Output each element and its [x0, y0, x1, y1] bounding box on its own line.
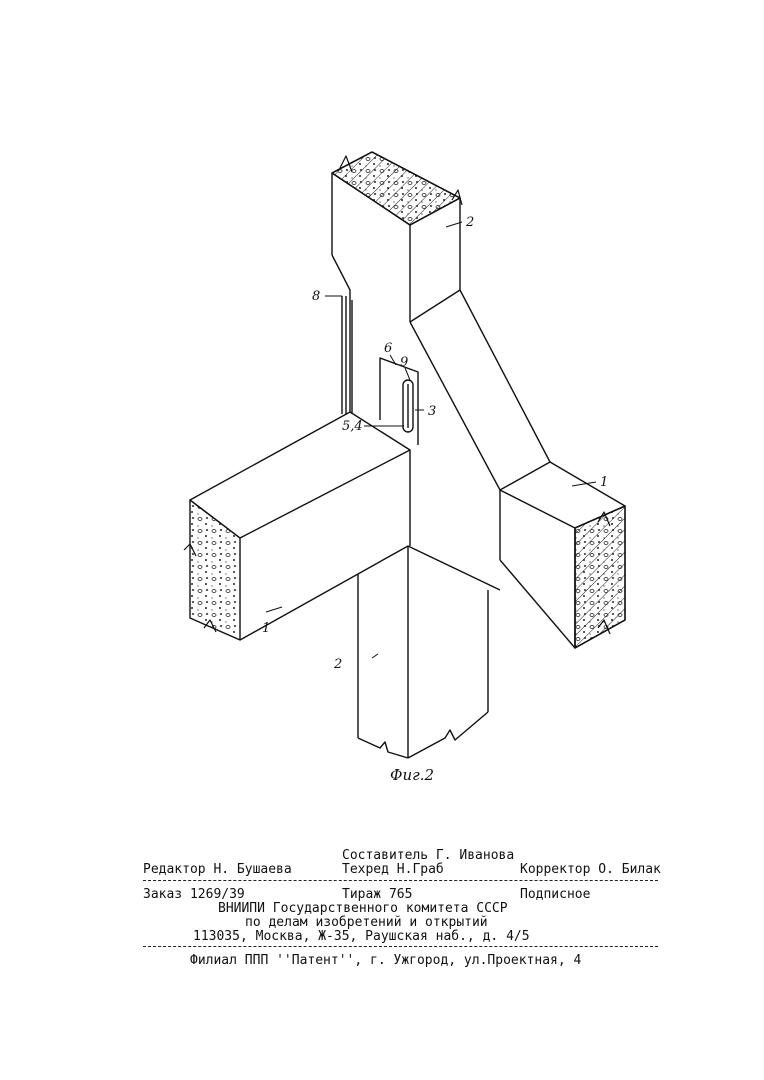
label-1-left: 1 — [262, 621, 270, 636]
imprint-compiler: Составитель Г. Иванова — [342, 848, 515, 863]
right-beam — [409, 289, 626, 649]
imprint-editor: Редактор Н. Бушаева — [143, 862, 292, 877]
leader-lines — [265, 221, 597, 659]
label-8: 8 — [312, 289, 320, 304]
joint-detail — [379, 357, 419, 445]
imprint-org-line2: по делам изобретений и открытий — [245, 915, 488, 930]
imprint-techred: Техред Н.Граб — [342, 862, 444, 877]
label-9: 9 — [400, 355, 408, 370]
imprint-subscription: Подписное — [520, 887, 591, 902]
label-1-right: 1 — [600, 475, 608, 490]
label-3: 3 — [428, 404, 436, 419]
upper-column-section — [331, 151, 461, 226]
divider-1 — [143, 880, 658, 881]
label-2-top: 2 — [465, 215, 474, 230]
divider-2 — [143, 946, 658, 947]
label-2-bottom: 2 — [333, 657, 342, 672]
imprint-corrector: Корректор О. Билак — [520, 862, 661, 877]
imprint-branch: Филиал ППП ''Патент'', г. Ужгород, ул.Пр… — [190, 953, 582, 968]
imprint-order: Заказ 1269/39 — [143, 887, 245, 902]
figure-caption: Фиг.2 — [390, 766, 434, 784]
imprint-address: 113035, Москва, Ж-35, Раушская наб., д. … — [193, 929, 530, 944]
imprint-circulation: Тираж 765 — [342, 887, 413, 902]
label-5-4: 5,4 — [342, 419, 363, 434]
label-6: 6 — [384, 341, 392, 356]
technical-drawing: 2 1 1 2 8 6 9 3 5,4 Фиг.2 — [183, 151, 626, 784]
lower-column — [357, 545, 501, 759]
imprint-org-line1: ВНИИПИ Государственного комитета СССР — [218, 901, 508, 916]
upper-column — [331, 173, 461, 414]
break-marks — [183, 155, 611, 635]
left-beam — [189, 411, 411, 641]
